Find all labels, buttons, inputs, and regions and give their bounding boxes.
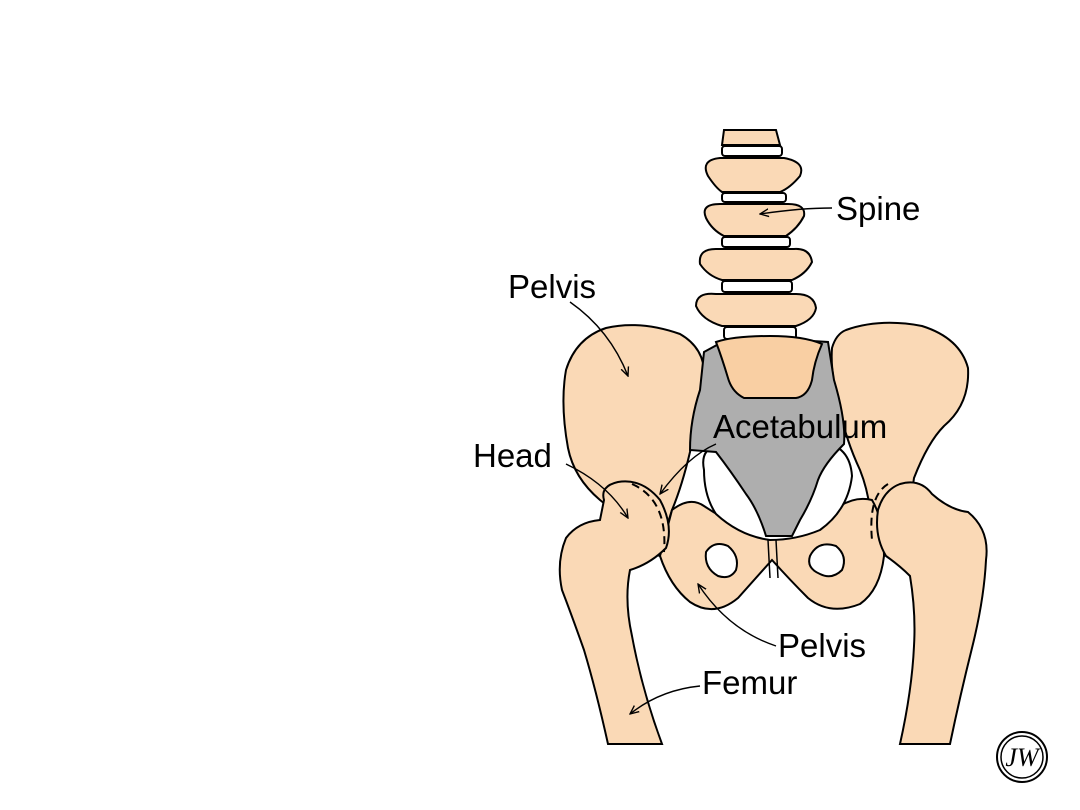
vertebra-2 [704,157,803,193]
vertebra-5 [694,292,818,327]
femur-left [558,480,670,745]
leader-acetabulum [660,443,717,494]
wiley-logo-icon: JW [996,731,1048,783]
leader-pelvis-lower [698,584,777,647]
disc-1 [721,145,783,157]
label-acetabulum: Acetabulum [713,408,888,445]
label-pelvis-upper: Pelvis [508,268,597,305]
disc-4 [721,280,793,293]
label-femur: Femur [702,664,798,701]
label-head: Head [473,437,552,474]
pubic-symphysis [767,539,779,579]
femur-right [876,481,988,745]
disc-3 [721,236,791,248]
vertebra-1 [720,129,782,146]
leader-pelvis-upper [569,301,628,376]
label-spine: Spine [836,190,921,227]
leader-spine [760,207,833,214]
obturator-foramen-left [704,543,738,579]
label-pelvis-lower: Pelvis [778,627,867,664]
hip-joint-right-dashed [870,483,889,541]
obturator-foramen-right [808,543,845,578]
hip-joint-left-dashed [631,483,666,553]
leader-femur [630,685,701,714]
leader-head [565,463,628,518]
spine-vertebrae [694,129,818,340]
vertebra-3 [703,203,806,237]
svg-text:JW: JW [1005,743,1041,772]
disc-2 [721,192,787,203]
sacrum [714,334,824,399]
vertebra-4 [698,247,814,281]
